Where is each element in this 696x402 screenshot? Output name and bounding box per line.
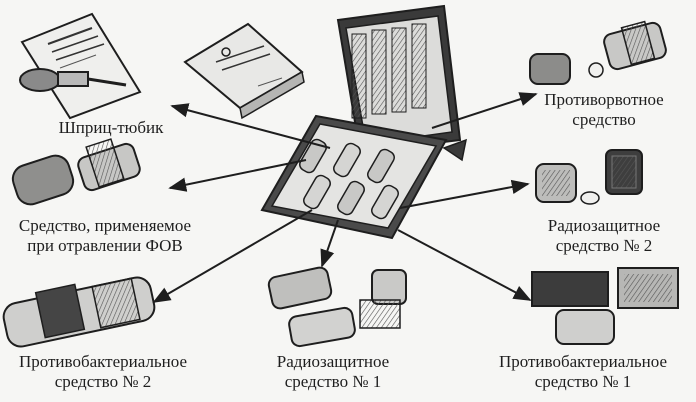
label-antiemetic: Противорвотное средство	[524, 90, 684, 130]
pill-case-icon	[535, 149, 643, 205]
arrow-radio1	[320, 219, 339, 268]
label-radio1: Радиозащитное средство № 1	[258, 352, 408, 392]
arrow-fov	[168, 159, 307, 192]
arrow-radio2	[399, 179, 530, 209]
label-antiemetic-line2: средство	[572, 110, 636, 129]
pill-case-icon	[531, 267, 679, 345]
pill-case-icon	[2, 276, 156, 348]
arrow-antiemetic	[431, 92, 538, 129]
instruction-booklet-icon	[20, 12, 142, 120]
label-radio2-line1: Радиозащитное	[547, 216, 661, 235]
arrow-antibact1	[397, 229, 532, 301]
pill-case-icon	[529, 20, 667, 85]
first-aid-kit-icon	[260, 4, 467, 240]
syringe-tube-icon	[19, 68, 127, 92]
label-radio2: Радиозащитное средство № 2	[524, 216, 684, 256]
label-syringe-text: Шприц-тюбик	[58, 118, 164, 137]
label-fov: Средство, применяемое при отравлении ФОВ	[2, 216, 208, 256]
instruction-leaflet-icon	[183, 22, 305, 120]
pill-case-icon	[11, 138, 141, 206]
label-fov-line1: Средство, применяемое	[18, 216, 192, 235]
label-radio2-line2: средство № 2	[555, 236, 653, 255]
label-antibact1-line2: средство № 1	[534, 372, 632, 391]
label-antibact1: Противобактериальное средство № 1	[480, 352, 686, 392]
label-antibact2-line2: средство № 2	[54, 372, 152, 391]
label-antibact1-line1: Противобактериальное	[498, 352, 668, 371]
pointer-arrows	[152, 92, 538, 303]
label-fov-line2: при отравлении ФОВ	[27, 236, 183, 255]
pill-case-icon	[267, 266, 407, 348]
label-syringe: Шприц-тюбик	[40, 118, 182, 138]
label-radio1-line1: Радиозащитное	[276, 352, 390, 371]
label-antiemetic-line1: Противорвотное	[544, 90, 664, 109]
label-radio1-line2: средство № 1	[284, 372, 382, 391]
label-antibact2: Противобактериальное средство № 2	[0, 352, 206, 392]
arrow-antibact2	[152, 209, 313, 303]
label-antibact2-line1: Противобактериальное	[18, 352, 188, 371]
arrow-syringe	[170, 103, 331, 149]
